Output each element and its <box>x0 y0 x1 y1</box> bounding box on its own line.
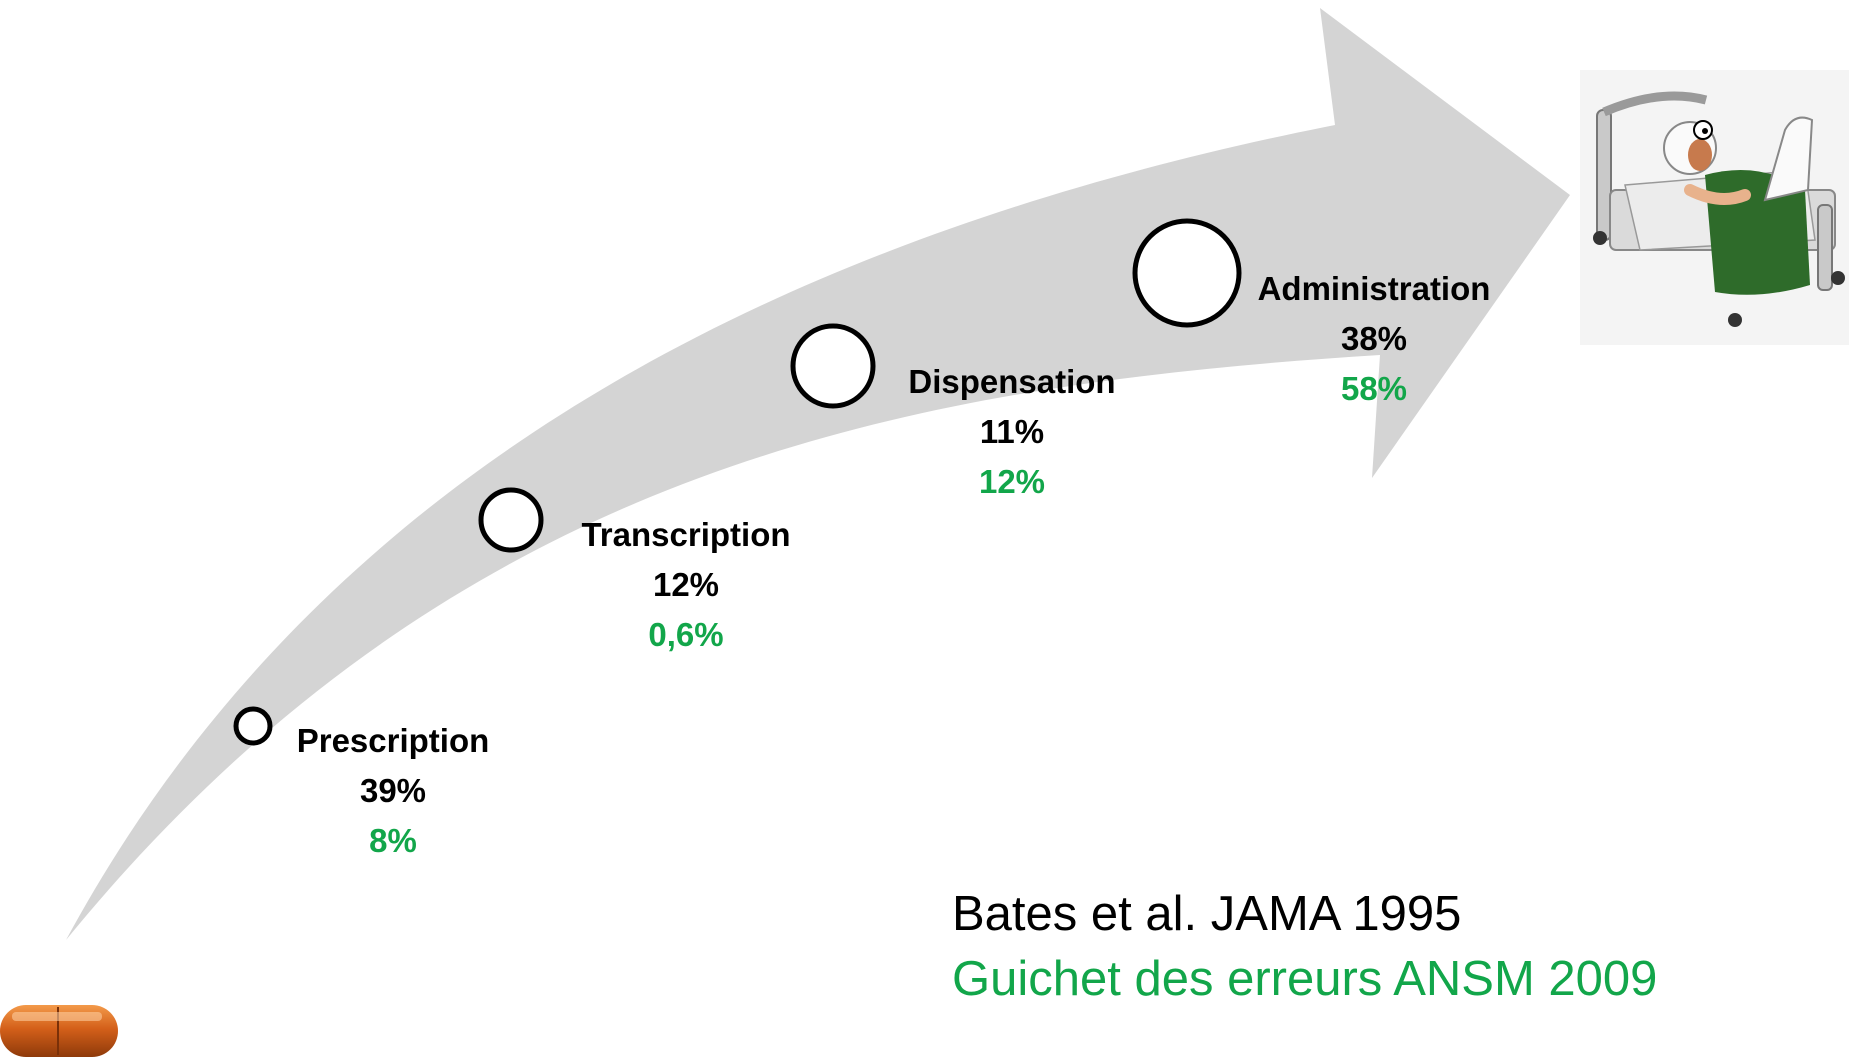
step-rate-1995: 38% <box>1340 320 1408 357</box>
step-marker-administration <box>1132 218 1242 328</box>
step-marker-prescription <box>233 706 273 746</box>
reference-bates-1995: Bates et al. JAMA 1995 <box>952 887 1462 941</box>
step-rate-1995: 11% <box>979 413 1045 450</box>
step-rate-2009: 0,6% <box>648 616 724 653</box>
step-dispensation: Dispensation 11% 12% <box>897 357 1127 507</box>
step-rate-2009: 12% <box>978 463 1046 500</box>
reference-ansm-2009: Guichet des erreurs ANSM 2009 <box>952 952 1658 1006</box>
step-administration: Administration 38% 58% <box>1244 264 1504 414</box>
step-marker-transcription <box>478 487 544 553</box>
references: Bates et al. JAMA 1995 Guichet des erreu… <box>952 882 1657 1012</box>
step-name: Administration <box>1257 270 1491 307</box>
step-transcription: Transcription 12% 0,6% <box>568 510 804 660</box>
step-rate-2009: 8% <box>369 822 417 859</box>
step-name: Dispensation <box>908 363 1116 400</box>
step-rate-1995: 12% <box>652 566 720 603</box>
step-name: Transcription <box>581 516 791 553</box>
patient-bed-illustration <box>1580 70 1849 345</box>
step-rate-1995: 39% <box>359 772 427 809</box>
step-prescription: Prescription 39% 8% <box>288 716 498 866</box>
step-rate-2009: 58% <box>1340 370 1408 407</box>
step-marker-dispensation <box>790 323 876 409</box>
capsule-icon <box>0 1005 118 1057</box>
step-name: Prescription <box>296 722 490 759</box>
